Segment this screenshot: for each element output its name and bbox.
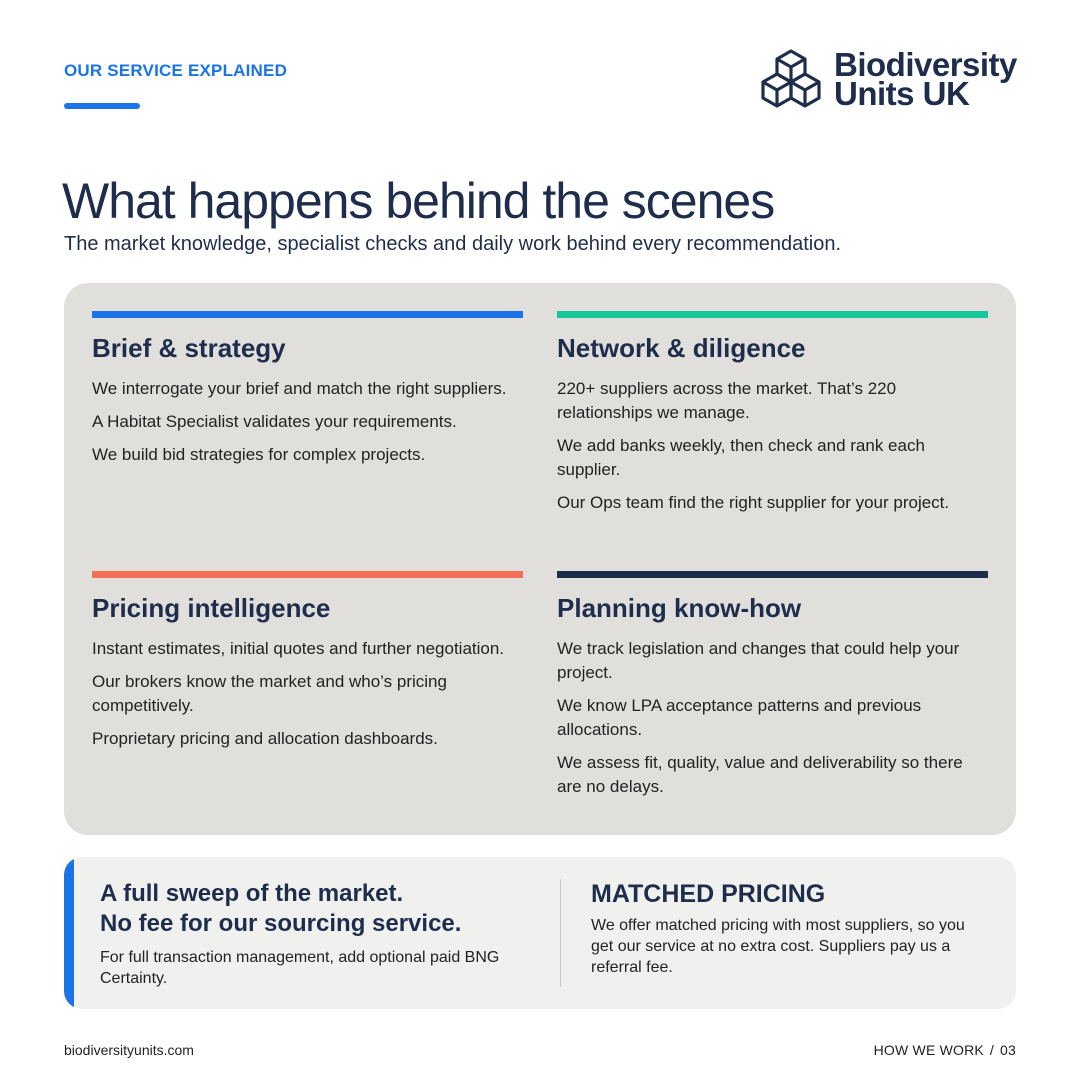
card-accent-rule (92, 571, 523, 578)
market-sweep-body: For full transaction management, add opt… (100, 949, 500, 987)
card-network-diligence: Network & diligence 220+ suppliers acros… (557, 311, 988, 524)
brand-wordmark: Biodiversity Units UK (834, 46, 1017, 112)
card-point: Our brokers know the market and who’s pr… (92, 672, 447, 715)
brand-line-1: Biodiversity (834, 46, 1017, 83)
card-point: Our Ops team find the right supplier for… (557, 493, 950, 512)
card-heading: Planning know-how (557, 593, 802, 623)
brand-logo: Biodiversity Units UK (760, 48, 1020, 112)
card-heading: Network & diligence (557, 333, 806, 363)
card-heading: Pricing intelligence (92, 593, 331, 623)
card-heading: Brief & strategy (92, 333, 286, 363)
card-pricing-intelligence: Pricing intelligence Instant estimates, … (92, 571, 523, 760)
callout-accent-bar (64, 857, 74, 1009)
callout-divider (560, 879, 561, 987)
card-point: We track legislation and changes that co… (557, 639, 960, 682)
card-accent-rule (557, 571, 988, 578)
stacked-cubes-icon (761, 49, 821, 108)
market-sweep-heading-line-2: No fee for our sourcing service. (100, 910, 462, 937)
matched-pricing-heading: MATCHED PRICING (591, 880, 826, 908)
market-sweep-heading-line-1: A full sweep of the market. (100, 880, 404, 907)
card-brief-strategy: Brief & strategy We interrogate your bri… (92, 311, 523, 476)
market-sweep-heading: A full sweep of the market. No fee for o… (100, 879, 540, 939)
card-point: We interrogate your brief and match the … (92, 379, 507, 398)
card-accent-rule (557, 311, 988, 318)
matched-pricing-body: We offer matched pricing with most suppl… (591, 917, 965, 976)
pricing-callout: A full sweep of the market. No fee for o… (64, 857, 1016, 1009)
card-point: Proprietary pricing and allocation dashb… (92, 729, 438, 748)
footer-page-label: HOW WE WORK / 03 (874, 1042, 1016, 1058)
services-panel: Brief & strategy We interrogate your bri… (64, 283, 1016, 835)
card-point: We know LPA acceptance patterns and prev… (557, 696, 922, 739)
brand-line-2: Units UK (834, 75, 970, 112)
card-point: A Habitat Specialist validates your requ… (92, 412, 457, 431)
market-sweep-block: A full sweep of the market. No fee for o… (100, 879, 540, 989)
eyebrow-label: OUR SERVICE EXPLAINED (64, 61, 288, 80)
card-planning-know-how: Planning know-how We track legislation a… (557, 571, 988, 808)
card-point: 220+ suppliers across the market. That’s… (557, 379, 897, 422)
card-accent-rule (92, 311, 523, 318)
footer-section: HOW WE WORK (873, 1042, 984, 1058)
eyebrow-underline (64, 103, 140, 109)
page-title: What happens behind the scenes (62, 173, 775, 229)
footer-page-number: 03 (1000, 1042, 1016, 1058)
page-subtitle: The market knowledge, specialist checks … (64, 233, 842, 255)
footer-website: biodiversityunits.com (64, 1042, 194, 1058)
card-point: We assess fit, quality, value and delive… (557, 753, 963, 796)
matched-pricing-block: MATCHED PRICING We offer matched pricing… (591, 879, 991, 978)
card-point: We build bid strategies for complex proj… (92, 445, 426, 464)
card-point: We add banks weekly, then check and rank… (557, 436, 925, 479)
footer-separator: / (989, 1042, 995, 1058)
card-point: Instant estimates, initial quotes and fu… (92, 639, 505, 658)
